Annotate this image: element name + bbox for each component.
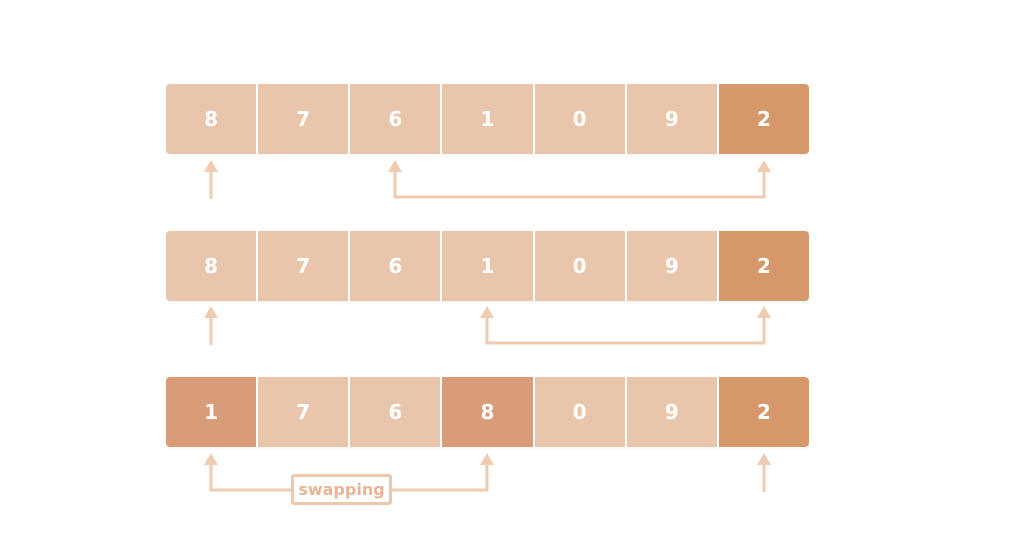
array-row-2: 8 7 6 1 0 9 2 — [166, 231, 809, 301]
compare-path — [485, 316, 766, 345]
pivot-cell: 2 — [718, 377, 809, 447]
arrowhead-icon — [757, 306, 771, 318]
arrowhead-icon — [204, 160, 218, 172]
arrowhead-icon — [480, 453, 494, 465]
array-cell: 9 — [626, 231, 719, 301]
array-cell: 7 — [258, 231, 351, 301]
arrowhead-icon — [204, 306, 218, 318]
array-cell: 8 — [166, 84, 259, 154]
array-cell: 6 — [350, 84, 443, 154]
pivot-cell: 2 — [718, 84, 809, 154]
array-cell: 9 — [626, 84, 719, 154]
swapped-cell: 1 — [166, 377, 259, 447]
array-cell: 9 — [626, 377, 719, 447]
swapped-cell: 8 — [442, 377, 535, 447]
array-cell: 6 — [350, 231, 443, 301]
array-cell: 0 — [534, 84, 627, 154]
array-cell: 0 — [534, 377, 627, 447]
array-cell: 0 — [534, 231, 627, 301]
array-cell: 7 — [258, 377, 351, 447]
array-cell: 1 — [442, 231, 535, 301]
array-cell: 7 — [258, 84, 351, 154]
array-row-3: 1 7 6 8 0 9 2 — [166, 377, 809, 447]
arrowhead-icon — [757, 453, 771, 465]
array-cell: 1 — [442, 84, 535, 154]
array-cell: 8 — [166, 231, 259, 301]
arrowhead-icon — [757, 160, 771, 172]
compare-path — [393, 170, 766, 199]
pivot-cell: 2 — [718, 231, 809, 301]
array-row-1: 8 7 6 1 0 9 2 — [166, 84, 809, 154]
arrowhead-icon — [480, 306, 494, 318]
array-cell: 6 — [350, 377, 443, 447]
swap-label: swapping — [291, 474, 392, 505]
arrowhead-icon — [388, 160, 402, 172]
arrowhead-icon — [204, 453, 218, 465]
